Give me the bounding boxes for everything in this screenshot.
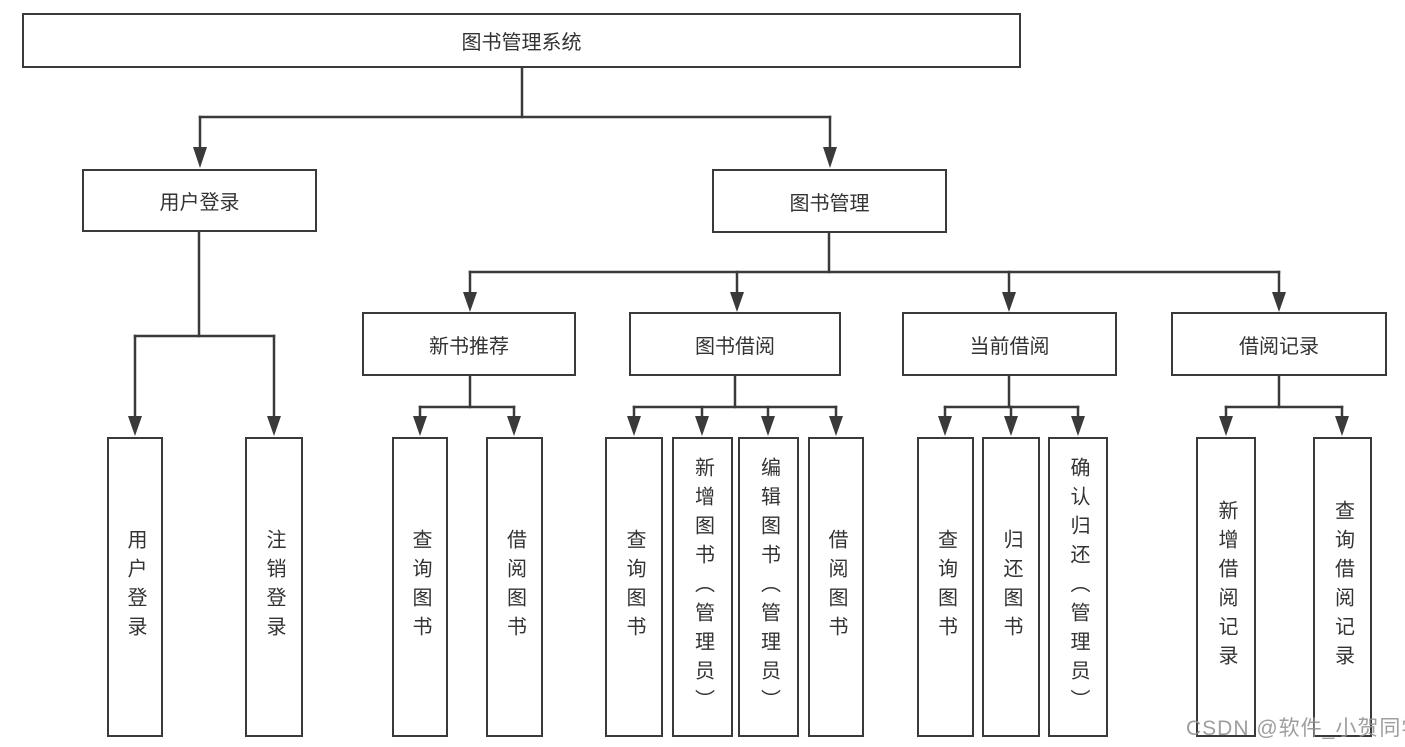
- node-root-label: 图书管理系统: [461, 32, 582, 54]
- leaf-label: 用户登录: [124, 529, 146, 645]
- node-book-borrow: 图书借阅: [629, 312, 841, 376]
- leaf-label: 查询借阅记录: [1331, 500, 1354, 674]
- leaf-label: 借阅图书: [503, 529, 526, 645]
- leaf-label: 确认归还（管理员）: [1067, 456, 1089, 718]
- leaf-borrow-books-recommend: 借阅图书: [486, 437, 543, 737]
- node-label: 图书管理: [789, 192, 870, 215]
- leaf-return-books: 归还图书: [982, 437, 1040, 737]
- leaf-label: 归还图书: [1000, 529, 1022, 645]
- leaf-confirm-return-admin: 确认归还（管理员）: [1048, 437, 1108, 737]
- leaf-query-books-borrow: 查询图书: [605, 437, 663, 737]
- node-label: 图书借阅: [695, 335, 775, 358]
- leaf-borrow-books: 借阅图书: [808, 437, 864, 737]
- leaf-add-borrow-record: 新增借阅记录: [1196, 437, 1256, 737]
- leaf-add-books-admin: 新增图书（管理员）: [672, 437, 733, 737]
- leaf-query-borrow-record: 查询借阅记录: [1313, 437, 1372, 737]
- leaf-label: 查询图书: [409, 529, 431, 645]
- node-user-login-branch: 用户登录: [82, 169, 317, 232]
- node-root-library-system: 图书管理系统: [22, 13, 1021, 68]
- node-book-management-branch: 图书管理: [712, 169, 947, 233]
- leaf-label: 新增图书（管理员）: [691, 456, 714, 718]
- node-borrow-records: 借阅记录: [1171, 312, 1387, 376]
- leaf-user-login: 用户登录: [107, 437, 163, 737]
- leaf-label: 借阅图书: [825, 529, 847, 645]
- leaf-edit-books-admin: 编辑图书（管理员）: [738, 437, 799, 737]
- node-current-borrow: 当前借阅: [902, 312, 1117, 376]
- node-label: 新书推荐: [429, 335, 509, 358]
- leaf-label: 新增借阅记录: [1215, 500, 1237, 674]
- leaf-label: 注销登录: [263, 529, 285, 645]
- csdn-watermark: CSDN @软件_小贺同学: [1186, 717, 1405, 740]
- leaf-query-books-current: 查询图书: [917, 437, 974, 737]
- leaf-logout: 注销登录: [245, 437, 303, 737]
- node-label: 借阅记录: [1239, 335, 1319, 358]
- node-label: 当前借阅: [969, 335, 1050, 358]
- node-new-book-recommend: 新书推荐: [362, 312, 576, 376]
- leaf-label: 查询图书: [934, 529, 957, 645]
- leaf-query-books-recommend: 查询图书: [392, 437, 448, 737]
- leaf-label: 查询图书: [623, 529, 645, 645]
- leaf-label: 编辑图书（管理员）: [757, 456, 780, 718]
- node-label: 用户登录: [159, 192, 240, 214]
